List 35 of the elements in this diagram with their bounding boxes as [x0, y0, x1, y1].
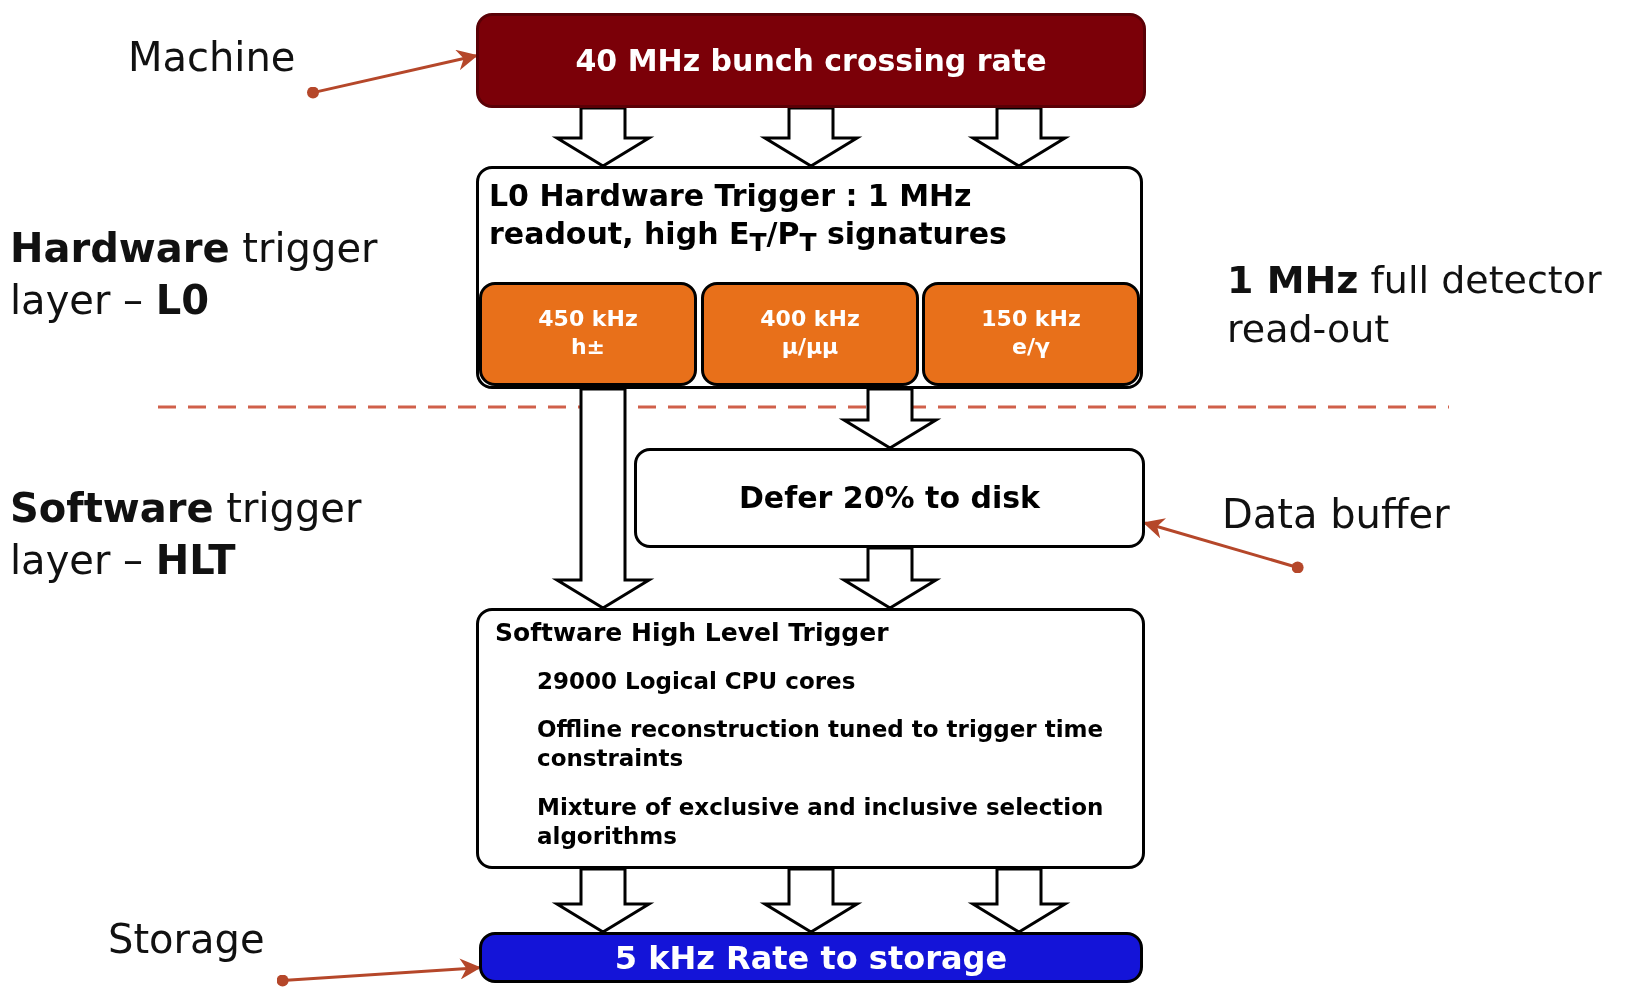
- box-text: Mixture of exclusive and inclusive selection algorithms: [537, 793, 1105, 851]
- box-text: Offline reconstruction tuned to trigger time constraints: [537, 715, 1105, 773]
- box-text: 450 kHz h±: [537, 305, 639, 360]
- rate-box: [476, 13, 1146, 108]
- pointer-arrow: [1143, 518, 1304, 574]
- process-box: [476, 166, 1143, 389]
- box-text: 5 kHz Rate to storage: [613, 937, 1009, 978]
- box-text: 400 kHz μ/μμ: [759, 305, 861, 360]
- rate-box: [701, 282, 919, 386]
- process-box: [634, 448, 1145, 548]
- box-text: Defer 20% to disk: [737, 479, 1042, 517]
- block-arrow: [759, 106, 863, 168]
- rate-box: [922, 282, 1140, 386]
- box-text: 40 MHz bunch crossing rate: [574, 41, 1048, 80]
- block-arrow: [967, 106, 1071, 168]
- side-text: Data buffer: [1222, 490, 1450, 539]
- storage-box: [479, 932, 1143, 983]
- rate-box: [479, 282, 697, 386]
- block-arrow: [551, 106, 655, 168]
- box-heading: Software High Level Trigger: [495, 617, 890, 649]
- side-text: Machine: [128, 33, 296, 82]
- layer-label: Software trigger layer – HLT: [10, 484, 363, 585]
- layer-label: Hardware trigger layer – L0: [10, 224, 379, 325]
- box-text: 150 kHz e/γ: [980, 305, 1082, 360]
- layer-label: 1 MHz full detector read-out: [1227, 257, 1603, 354]
- block-arrow: [551, 387, 655, 610]
- block-arrow: [838, 546, 942, 610]
- process-box: [476, 608, 1145, 869]
- block-arrow: [759, 867, 863, 934]
- box-text: L0 Hardware Trigger : 1 MHz readout, high E$_{T}$/P$_{T}$ signatures: [489, 177, 1008, 258]
- block-arrow: [838, 387, 942, 450]
- box-text: 29000 Logical CPU cores: [537, 667, 857, 696]
- block-arrow: [551, 867, 655, 934]
- side-text: Storage: [108, 915, 265, 964]
- block-arrow: [967, 867, 1071, 934]
